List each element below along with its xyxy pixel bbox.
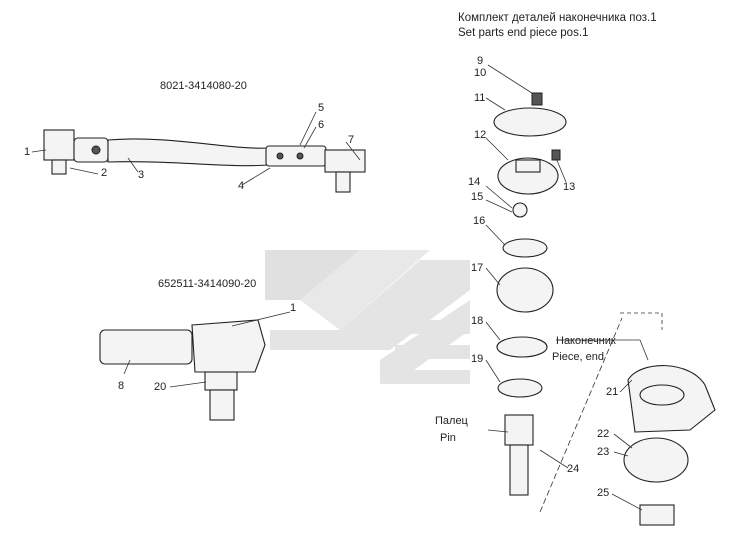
position-number: 19	[471, 353, 484, 365]
cover-plate	[493, 107, 567, 137]
stud-neck	[204, 371, 238, 391]
watermark-logo	[265, 250, 470, 384]
position-number: 7	[348, 134, 355, 146]
top-rod-assembly	[31, 111, 366, 193]
set-title-ru: Комплект деталей наконечника поз.1	[458, 12, 657, 24]
position-number: 11	[474, 92, 486, 104]
assembly-number-bottom: 652511-3414090-20	[158, 278, 257, 290]
position-number: 4	[238, 180, 245, 192]
rod-end-left	[43, 129, 75, 161]
pin-shank	[509, 444, 529, 496]
position-number: 16	[473, 215, 486, 227]
position-number: 5	[318, 102, 325, 114]
ball-stud-left	[51, 159, 67, 175]
piece-label-ru: Наконечник	[556, 335, 616, 347]
position-number: 14	[468, 176, 481, 188]
bottom-end-assembly	[99, 311, 291, 421]
rod-end-right	[324, 149, 366, 173]
clamp-left	[73, 137, 109, 163]
exploded-parts	[485, 64, 716, 526]
assembly-number-top: 8021-3414080-20	[160, 80, 247, 92]
ring-19	[497, 378, 543, 398]
position-number: 18	[471, 315, 484, 327]
position-number: 10	[474, 67, 487, 79]
clamp-right	[265, 145, 327, 167]
position-number: 21	[606, 386, 619, 398]
position-number: 8	[118, 380, 125, 392]
upper-insert	[497, 157, 559, 195]
position-number: 12	[474, 129, 487, 141]
position-number: 1	[24, 146, 31, 158]
ring-16	[502, 238, 548, 258]
nut-25	[639, 504, 675, 526]
position-number: 17	[471, 262, 484, 274]
position-number: 2	[101, 167, 108, 179]
liner-17	[496, 267, 554, 313]
position-number: 13	[563, 181, 576, 193]
position-number: 24	[567, 463, 580, 475]
ball-pin-small	[512, 202, 528, 218]
stud-nut	[209, 389, 235, 421]
position-number: 20	[154, 381, 167, 393]
pin-body	[504, 414, 534, 446]
pin-label-en: Pin	[440, 432, 456, 444]
pin-label-ru: Палец	[435, 415, 468, 427]
position-number: 22	[597, 428, 610, 440]
position-number: 25	[597, 487, 610, 499]
lower-liner	[623, 437, 689, 483]
position-number: 23	[597, 446, 610, 458]
position-number: 3	[138, 169, 145, 181]
position-number: 9	[477, 55, 484, 67]
threaded-shank	[99, 329, 193, 365]
end-housing	[191, 319, 266, 373]
position-number: 15	[471, 191, 484, 203]
rod-tube	[107, 138, 269, 167]
ball-stud-right	[335, 171, 351, 193]
washer-18	[496, 336, 548, 358]
set-title-en: Set parts end piece pos.1	[458, 27, 589, 39]
position-number: 6	[318, 119, 325, 131]
position-number: 1	[290, 302, 297, 314]
piece-label-en: Piece, end	[552, 351, 604, 363]
